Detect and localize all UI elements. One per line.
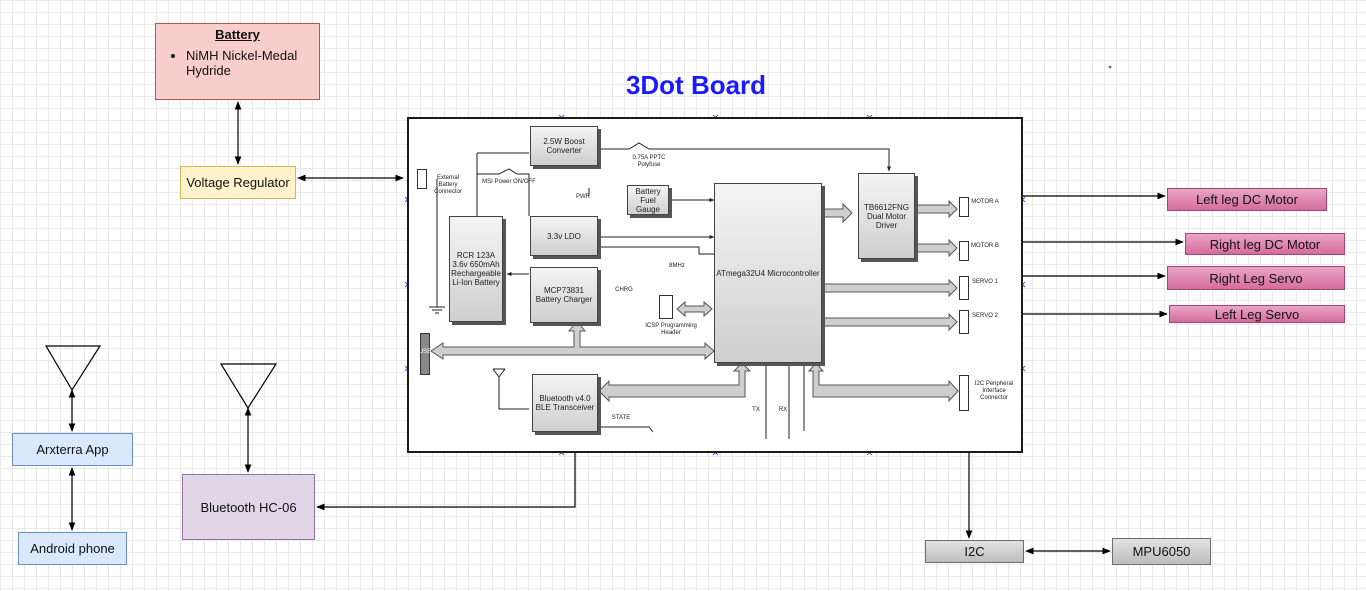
i2c-box[interactable]: I2C xyxy=(925,540,1024,563)
right-leg-servo-box[interactable]: Right Leg Servo xyxy=(1167,266,1345,290)
voltage-regulator-box[interactable]: Voltage Regulator xyxy=(180,166,296,199)
bus-arrow-motor-a xyxy=(822,202,853,224)
motor-a-label: MOTOR A xyxy=(971,199,999,205)
i2c-connector-label: I2C Peripheral Interface Connector xyxy=(974,381,1014,401)
charger-block: MCP73831 Battery Charger xyxy=(530,267,598,323)
ext-battery-label: External Battery Connector xyxy=(434,175,462,195)
bus-arrow-i2c xyxy=(807,362,959,403)
chrg-label: CHRG xyxy=(615,287,633,293)
mpu6050-box[interactable]: MPU6050 xyxy=(1112,538,1211,565)
microcontroller-block: ATmega32U4 Microcontroller xyxy=(714,183,822,363)
battery-item: NiMH Nickel-Medal Hydride xyxy=(186,48,319,78)
battery-list: NiMH Nickel-Medal Hydride xyxy=(156,48,319,78)
left-leg-servo-box[interactable]: Left Leg Servo xyxy=(1169,305,1345,323)
motor-a-header xyxy=(959,197,969,217)
board-wiring xyxy=(429,142,959,439)
antenna-icon xyxy=(219,363,278,410)
polyfuse-label: 0.75A PPTC Polyfuse xyxy=(632,155,666,168)
icsp-label: ICSP Programming Header xyxy=(645,323,697,336)
usb-label: USB xyxy=(418,349,432,355)
tx-label: TX xyxy=(752,407,760,413)
fuel-gauge-block: Battery Fuel Gauge xyxy=(627,185,669,215)
i2c-connector-header xyxy=(959,375,969,411)
servo2-header xyxy=(959,310,969,334)
bus-arrow-servo2 xyxy=(822,312,958,332)
bus-arrow-driver-a xyxy=(916,199,958,219)
antenna-icon xyxy=(44,345,102,392)
android-phone-box[interactable]: Android phone xyxy=(18,532,127,565)
bus-arrow-icsp xyxy=(676,300,713,318)
bus-arrow-servo1 xyxy=(822,278,958,298)
boost-converter-block: 2.5W Boost Converter xyxy=(530,126,598,166)
servo1-label: SERVO 1 xyxy=(972,279,998,285)
crystal-label: 8MHz xyxy=(669,263,685,269)
motor-driver-block: TB6612FNG Dual Motor Driver xyxy=(858,173,915,259)
ext-battery-connector xyxy=(417,169,427,189)
3dot-board-image[interactable]: 2.5W Boost Converter 0.75A PPTC Polyfuse… xyxy=(407,117,1023,453)
arrow-bthc06-board xyxy=(316,435,579,511)
rx-label: RX xyxy=(778,407,788,413)
servo2-label: SERVO 2 xyxy=(972,313,998,319)
left-leg-dc-motor-box[interactable]: Left leg DC Motor xyxy=(1167,188,1327,211)
battery-box[interactable]: Battery NiMH Nickel-Medal Hydride xyxy=(155,23,320,100)
servo1-header xyxy=(959,276,969,300)
switch-label: MSI Power ON/OFF xyxy=(482,179,536,185)
state-label: STATE xyxy=(611,415,631,421)
bluetooth-hc06-box[interactable]: Bluetooth HC-06 xyxy=(182,474,315,540)
diagram-title: 3Dot Board xyxy=(625,70,767,100)
icsp-header xyxy=(659,295,673,319)
ldo-block: 3.3v LDO xyxy=(530,216,598,256)
motor-b-header xyxy=(959,241,969,261)
usb-connector xyxy=(420,333,430,375)
battery-cell-block: RCR 123A 3.6v 650mAh Rechargeable Li-Ion… xyxy=(449,216,503,322)
arxterra-app-box[interactable]: Arxterra App xyxy=(12,433,133,466)
pwr-label: PWR xyxy=(576,194,590,200)
battery-title: Battery xyxy=(215,27,260,42)
right-leg-dc-motor-box[interactable]: Right leg DC Motor xyxy=(1185,233,1345,255)
bus-arrow-usb xyxy=(430,320,715,361)
motor-b-label: MOTOR B xyxy=(971,243,999,249)
bus-arrow-bluetooth xyxy=(598,362,752,403)
bluetooth-transceiver-block: Bluetooth v4.0 BLE Transceiver xyxy=(532,374,598,432)
bus-arrow-driver-b xyxy=(916,238,958,258)
